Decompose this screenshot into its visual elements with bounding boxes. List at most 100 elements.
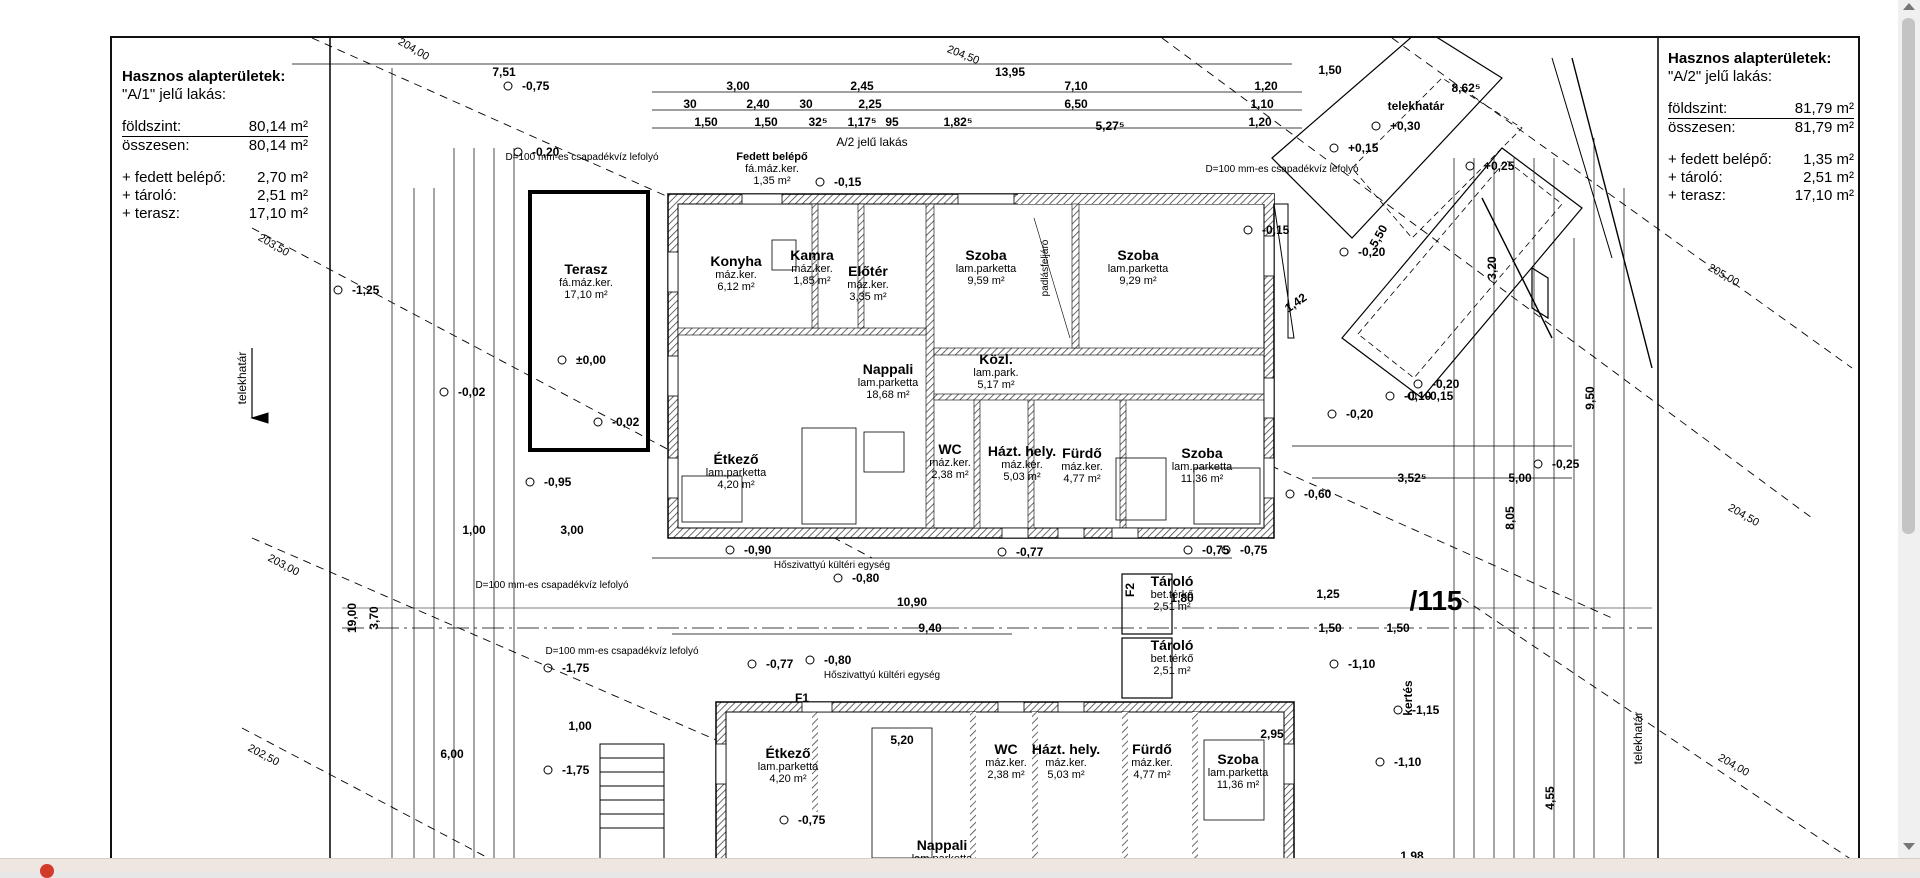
contour-elevation: 204,50 (945, 43, 981, 67)
boundary-label-right: telekhatár (1631, 712, 1645, 765)
level-marker-circle (747, 659, 757, 669)
dimension-value: 3,20 (1485, 256, 1499, 280)
dimension-columns-left (391, 68, 515, 858)
level-value: -0,25 (1552, 457, 1580, 471)
dimension-value: 32⁵ (809, 115, 828, 129)
dimension-rows-mid (652, 445, 1572, 635)
dimension-rows-top (652, 91, 1302, 129)
level-marker-circle (1221, 545, 1231, 555)
dimension-value: 1,10 (1250, 97, 1274, 111)
contour-elevation: 204,00 (396, 38, 431, 63)
level-marker-circle (1329, 143, 1339, 153)
level-value: -0,60 (1304, 487, 1332, 501)
level-marker-circle (543, 765, 553, 775)
level-marker-circle (1375, 757, 1385, 767)
garden-label: kertés (1401, 680, 1415, 716)
room-name: Előtér (848, 263, 888, 279)
dimension-value: 1,98 (1400, 849, 1424, 858)
room-area: 11,36 m² (1181, 473, 1224, 485)
dimension-value: 10,90 (897, 595, 927, 609)
entry-area: 1,35 m² (753, 175, 791, 187)
level-value: -1,15 (1412, 703, 1440, 717)
dimension-value: 6,00 (440, 747, 464, 761)
legend-row: + fedett belépő:2,70 m² (122, 169, 308, 186)
scroll-thumb[interactable] (1902, 18, 1915, 534)
level-value: +0,30 (1390, 119, 1421, 133)
level-marker-circle (1285, 489, 1295, 499)
scroll-up-arrow-icon[interactable] (1903, 3, 1915, 10)
vertical-scrollbar[interactable] (1898, 0, 1920, 858)
dimension-value: 4,55 (1543, 786, 1557, 810)
room-name: Szoba (965, 247, 1006, 263)
dimension-value: 1,50 (1386, 621, 1410, 635)
level-value: -1,25 (352, 283, 380, 297)
level-value: -0,15 (1426, 389, 1454, 403)
floor-plan: /115 A/2 jelű lakás Fedett belépő fá.máz… (235, 38, 1853, 858)
level-value: -0,75 (1240, 543, 1268, 557)
dimension-value: 30 (683, 97, 697, 111)
boundary-label-left: telekhatár (235, 352, 249, 405)
room-material: máz.ker. (1061, 461, 1103, 473)
room-name: Nappali (917, 837, 968, 853)
dimension-value: 8,62⁵ (1452, 81, 1481, 95)
level-marker-circle (1339, 247, 1349, 257)
level-marker-circle (1243, 225, 1253, 235)
level-marker-circle (779, 815, 789, 825)
room-area: 4,77 m² (1063, 473, 1101, 485)
room-material: máz.ker. (847, 279, 889, 291)
contour-line (1161, 38, 1813, 519)
contour-line (1461, 597, 1850, 858)
room-material: máz.ker. (1131, 757, 1173, 769)
room-area: 4,20 m² (769, 773, 807, 785)
level-value: -0,77 (766, 657, 794, 671)
dimension-value: 1,80 (1170, 591, 1194, 605)
room-name: WC (994, 741, 1017, 757)
level-value: -1,10 (1394, 755, 1422, 769)
dimension-value: 3,00 (726, 79, 750, 93)
level-value: -0,80 (824, 653, 852, 667)
level-marker-circle (815, 177, 825, 187)
contour-line (1391, 38, 1853, 369)
storage-lower (1121, 637, 1173, 699)
room-name: Közl. (979, 351, 1012, 367)
level-value: -0,15 (1262, 223, 1290, 237)
legend-subtitle: "A/2" jelű lakás: (1668, 68, 1773, 85)
room-material: lam.parketta (858, 377, 919, 389)
room-name: Tároló (1151, 637, 1194, 653)
drawing-sheet: /115 A/2 jelű lakás Fedett belépő fá.máz… (110, 36, 1860, 858)
level-marker-circle (593, 417, 603, 427)
room-area: 9,59 m² (967, 275, 1005, 287)
contour-line (251, 227, 873, 559)
level-marker-circle (725, 545, 735, 555)
room-material: lam.parketta (758, 761, 819, 773)
level-marker-circle (1385, 391, 1395, 401)
dimension-value: 5,50 (1367, 222, 1391, 250)
ac-label-1: Hőszivattyú kültéri egység (774, 560, 890, 571)
room-material: lam.parketta (1208, 767, 1269, 779)
level-marker-circle (1371, 121, 1381, 131)
scroll-down-arrow-icon[interactable] (1903, 843, 1915, 850)
level-marker-circle (833, 573, 843, 583)
level-value: -0,20 (1346, 407, 1374, 421)
building-a1 (667, 193, 1275, 539)
dimension-value: 19,00 (345, 603, 359, 633)
level-value: -1,75 (562, 763, 590, 777)
room-material: lam.parketta (1172, 461, 1233, 473)
room-name: Étkező (765, 745, 810, 761)
room-material: máz.ker. (715, 269, 757, 281)
dimension-value: 13,95 (995, 65, 1025, 79)
dimension-value: 1,00 (462, 523, 486, 537)
room-area: 5,03 m² (1047, 769, 1085, 781)
legend-row: összesen:80,14 m² (122, 137, 308, 154)
contour-elevation: 202,50 (246, 742, 281, 768)
room-material: lam.parketta (706, 467, 767, 479)
room-name: Kamra (790, 247, 834, 263)
level-value: -1,75 (562, 661, 590, 675)
plot-number: /115 (1410, 585, 1463, 616)
room-material: máz.ker. (985, 757, 1027, 769)
room-name: Nappali (863, 361, 914, 377)
drain-label-1: D=100 mm-es csapadékvíz lefolyó (505, 152, 659, 163)
room-area: 3,35 m² (849, 291, 887, 303)
unit-label: A/2 jelű lakás (836, 135, 907, 149)
